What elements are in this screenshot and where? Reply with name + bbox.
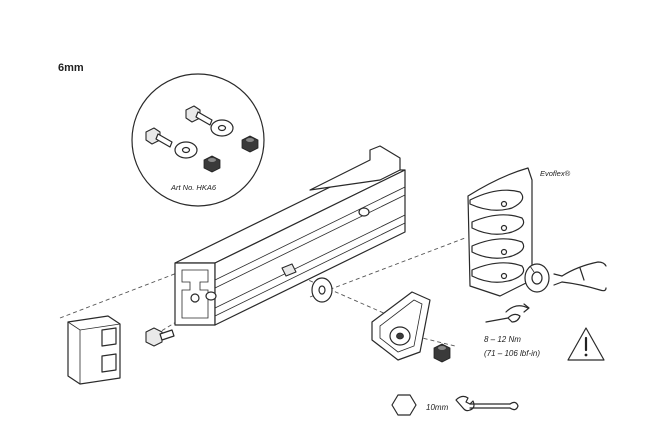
aluminium-profile [174,145,406,326]
hex-nut-icon [391,394,417,416]
bolt-icon [145,327,175,347]
pivot-bracket [371,291,431,361]
torque-wrench-icon [485,303,530,323]
brand-label: Evoflex® [540,169,571,178]
washer-icon [210,119,234,137]
washer-icon [174,141,198,159]
circlip-icon [524,263,550,293]
nut-icon [241,135,259,153]
torque-lbfin-label: (71 – 106 lbf-in) [484,349,540,358]
washer-icon [311,277,333,303]
art-no-label: Art No. HKA6 [170,183,217,192]
wrench-icon [455,395,519,412]
warning-triangle-icon [567,327,605,361]
torque-nm-label: 8 – 12 Nm [484,335,521,344]
bolt-icon [185,105,213,126]
end-cap [67,315,121,385]
tool-size-label: 10mm [426,403,449,412]
bolt-icon [145,127,173,148]
parts-kit-callout: Art No. HKA6 [131,73,265,207]
circlip-pliers-icon [553,261,607,292]
nut-icon [203,155,221,173]
nut-icon [433,343,451,363]
size-heading: 6mm [58,62,84,74]
evoflex-bellows: Evoflex® [467,167,571,297]
